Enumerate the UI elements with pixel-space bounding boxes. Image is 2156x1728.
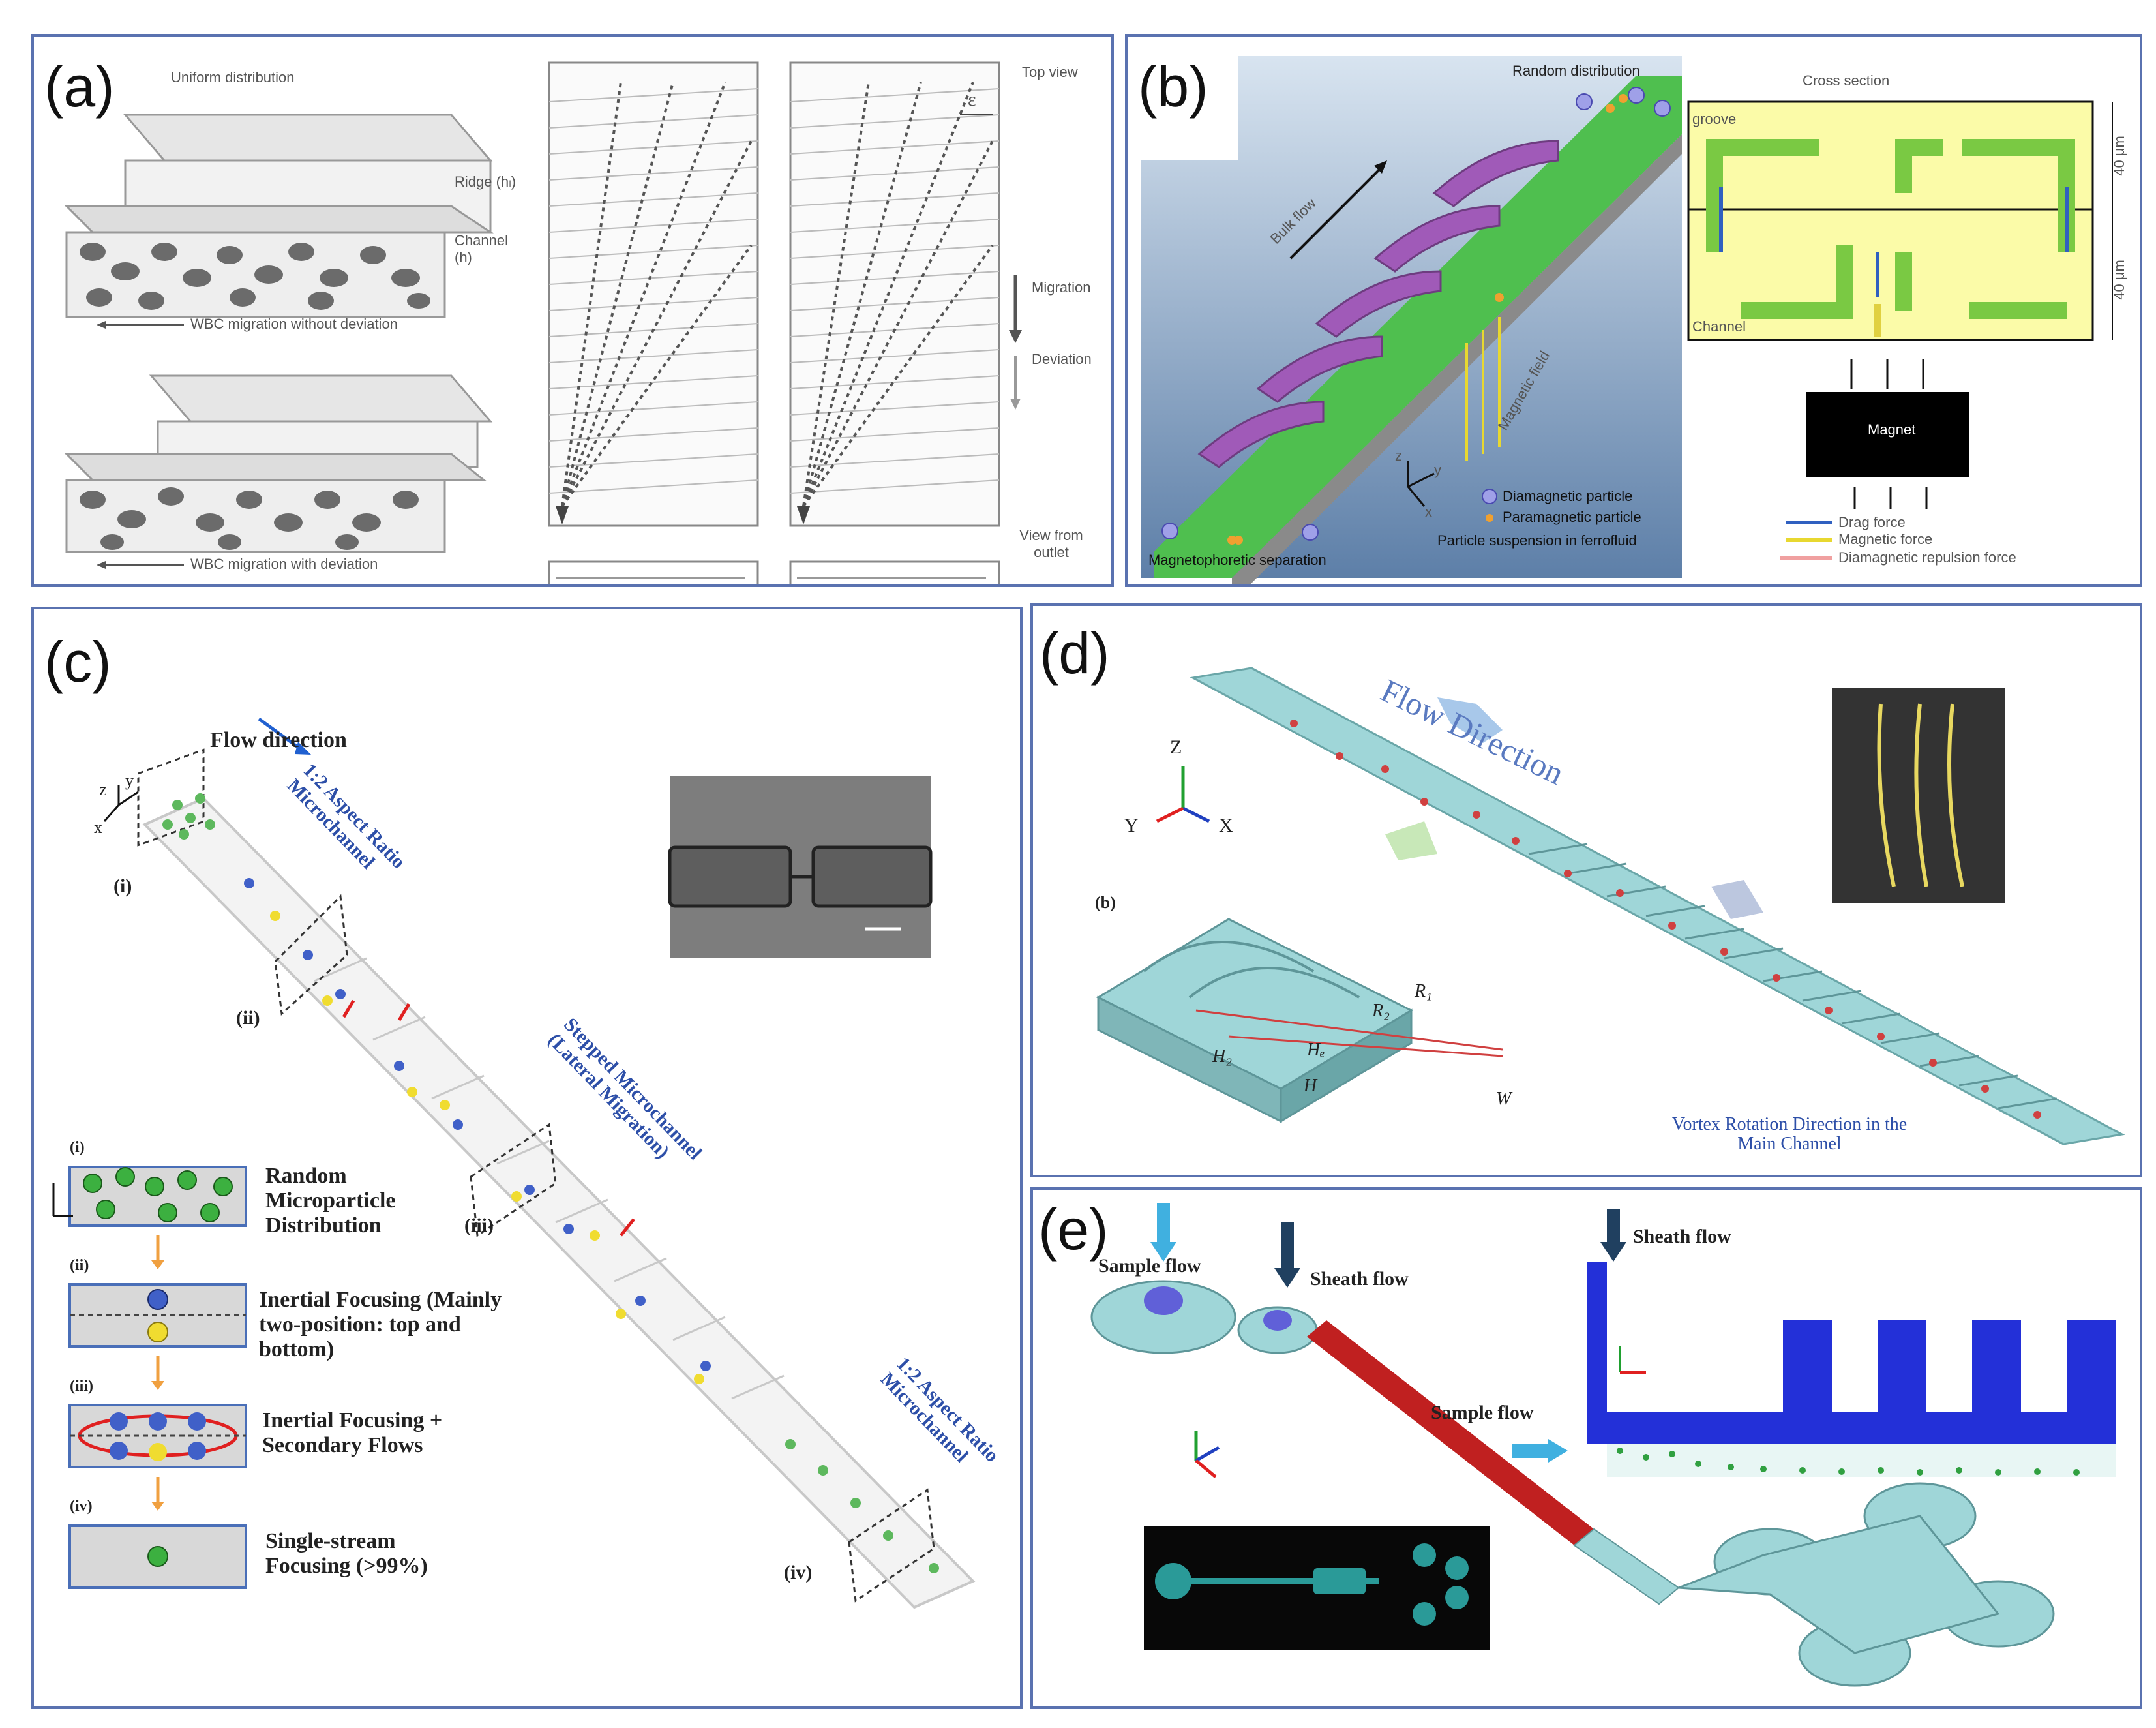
dim-40um-bottom: 40 μm	[2110, 260, 2127, 300]
step-i-text: Random Microparticle Distribution	[265, 1164, 396, 1237]
cross-section-diagram	[1687, 100, 2113, 560]
panel-d-graphics	[1096, 667, 2125, 1145]
top-view-label: Top view	[1022, 64, 1078, 80]
view-from-outlet-label: View from outlet	[1019, 527, 1083, 560]
groove-label: groove	[1692, 111, 1737, 127]
magnetic-force-label: Magnetic force	[1838, 531, 1933, 547]
panel-e: (e) Sample flow Sheath flow Sheath flow …	[1030, 1187, 2142, 1709]
ridge-label: Ridge (hₗ)	[455, 174, 517, 190]
epsilon-label: ε	[968, 89, 976, 110]
channel-block-top	[64, 114, 494, 318]
suspension-label: Particle suspension in ferrofluid	[1437, 532, 1637, 549]
sheath-flow-label: Sheath flow	[1310, 1268, 1409, 1290]
panel-c-graphics	[52, 717, 976, 1609]
symbol-w: W	[1496, 1089, 1512, 1109]
panel-d: (d) Flow Direction (b) Vortex Rotation D…	[1030, 603, 2142, 1177]
axis-y-b: y	[1434, 462, 1441, 478]
step-ii-tag: (ii)	[70, 1257, 89, 1274]
roman-iii-label: (iii)	[464, 1215, 494, 1236]
axis-x-b: x	[1425, 504, 1432, 520]
symbol-h: H	[1304, 1076, 1317, 1096]
channel-cs-label: Channel	[1692, 318, 1746, 335]
panel-c: (c)	[31, 607, 1023, 1709]
migration-label: Migration	[1032, 279, 1091, 296]
sheath-flow-2-label: Sheath flow	[1633, 1226, 1731, 1247]
inset-b-label: (b)	[1095, 893, 1116, 912]
ridge-block-inset	[1096, 918, 1503, 1123]
axis-z-c: z	[99, 780, 107, 799]
step-schematics	[52, 1166, 247, 1589]
axis-z-d: Z	[1170, 736, 1182, 758]
top-view-left	[548, 61, 759, 584]
sample-flow-2-label: Sample flow	[1431, 1402, 1534, 1423]
drag-force-label: Drag force	[1838, 514, 1906, 530]
separation-label: Magnetophoretic separation	[1148, 552, 1326, 568]
sheath-channel-schematic	[1512, 1209, 2116, 1477]
sample-flow-label: Sample flow	[1098, 1255, 1201, 1277]
panel-a-label: (a)	[44, 54, 115, 119]
panel-e-graphics	[1090, 1203, 2116, 1687]
panel-d-label: (d)	[1040, 621, 1110, 686]
wbc-deviation-label: WBC migration with deviation	[190, 556, 378, 572]
paramagnetic-legend-label: Paramagnetic particle	[1503, 509, 1641, 525]
magnet-label: Magnet	[1868, 421, 1916, 438]
step-iv-tag: (iv)	[70, 1498, 93, 1515]
panel-a-graphics	[64, 61, 1022, 584]
panel-b: (b) Random distribution Bulk flow Magnet…	[1125, 34, 2142, 587]
symbol-r1: R₁	[1415, 981, 1432, 1001]
axis-x-d: X	[1219, 815, 1233, 836]
step-iii-tag: (iii)	[70, 1378, 93, 1395]
axis-y-d: Y	[1124, 815, 1139, 836]
step-ii-text: Inertial Focusing (Mainly two-position: …	[259, 1288, 502, 1361]
flow-direction-c-label: Flow direction	[210, 728, 347, 752]
panel-b-graphics	[1141, 56, 2113, 584]
step-iii-text: Inertial Focusing + Secondary Flows	[262, 1408, 443, 1457]
panel-b-label: (b)	[1138, 54, 1208, 119]
deviation-label: Deviation	[1032, 351, 1092, 367]
axis-z-b: z	[1395, 447, 1402, 464]
panel-e-label: (e)	[1038, 1197, 1109, 1262]
step-i-tag: (i)	[70, 1139, 85, 1156]
repulsion-force-label: Diamagnetic repulsion force	[1838, 549, 2016, 566]
step-iv-text: Single-stream Focusing (>99%)	[265, 1529, 428, 1578]
vortex-label: Vortex Rotation Direction in the Main Ch…	[1671, 1114, 1908, 1154]
panel-c-label: (c)	[44, 629, 112, 694]
symbol-he: Hₑ	[1307, 1040, 1325, 1060]
axis-x-c: x	[94, 818, 102, 837]
wbc-no-deviation-label: WBC migration without deviation	[190, 316, 398, 332]
roman-i-label: (i)	[113, 875, 132, 897]
roman-ii-label: (ii)	[236, 1007, 260, 1029]
sem-inset	[668, 776, 933, 958]
random-distribution-label: Random distribution	[1512, 63, 1640, 79]
diamagnetic-legend-label: Diamagnetic particle	[1503, 488, 1633, 504]
cross-section-label: Cross section	[1803, 72, 1890, 89]
top-view-right	[789, 61, 1000, 584]
symbol-h2: H₂	[1212, 1046, 1232, 1067]
channel-block-bottom	[64, 374, 493, 553]
roman-iv-label: (iv)	[784, 1562, 813, 1583]
dim-40um-top: 40 μm	[2110, 136, 2127, 176]
panel-a: (a)	[31, 34, 1114, 587]
channel-label: Channel (h)	[455, 232, 508, 265]
uniform-distribution-label: Uniform distribution	[171, 69, 295, 85]
axis-y-c: y	[125, 771, 134, 790]
symbol-r2: R₂	[1372, 1001, 1390, 1021]
